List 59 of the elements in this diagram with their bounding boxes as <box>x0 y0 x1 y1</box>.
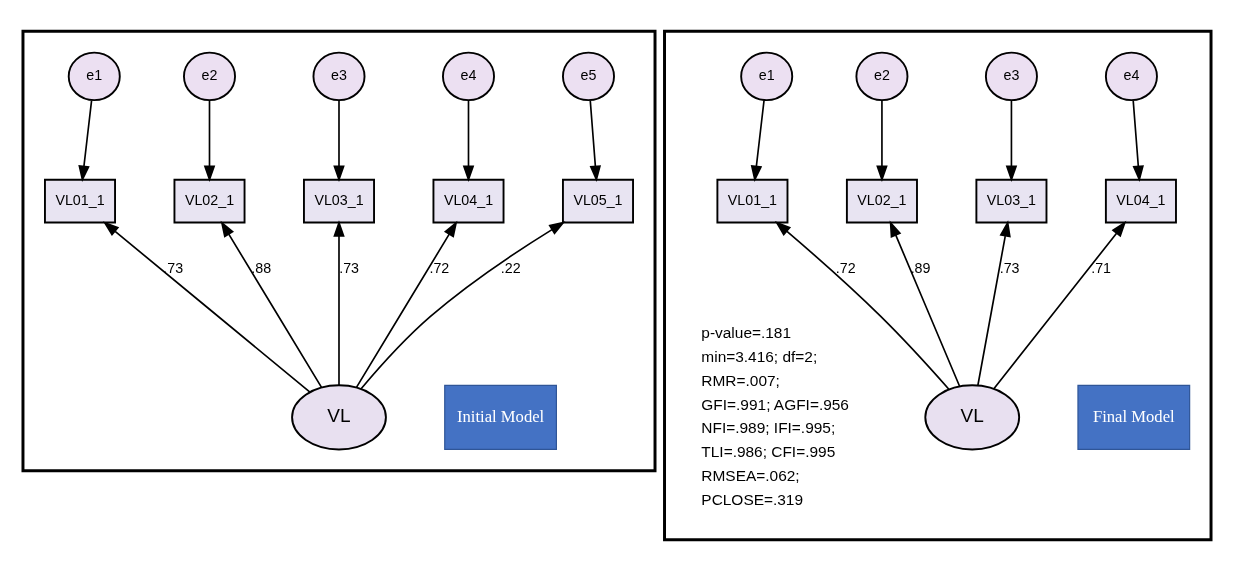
arrow <box>1132 99 1144 182</box>
node-box: VL01_1 <box>44 178 116 224</box>
arrow <box>220 220 323 389</box>
edge-label: .22 <box>500 260 521 277</box>
arrow <box>360 221 566 390</box>
label: RMR=.007; <box>701 371 780 389</box>
node-box: VL04_1 <box>1104 178 1177 224</box>
arrow <box>78 99 93 182</box>
edge-label: .71 <box>1091 260 1112 277</box>
arrow <box>355 220 458 389</box>
node-ellipse: VL <box>924 384 1021 451</box>
edge-label: .73 <box>163 260 184 277</box>
node-circle: e5 <box>562 51 615 102</box>
node-circle: e2 <box>855 51 909 102</box>
node-box: Final Model <box>1077 384 1191 451</box>
node-circle: e2 <box>183 51 236 102</box>
label: NFI=.989; IFI=.995; <box>701 419 836 437</box>
arrow <box>333 220 345 386</box>
node-circle: e3 <box>312 51 366 102</box>
label: min=3.416; df=2; <box>701 348 818 366</box>
label: GFI=.991; AGFI=.956 <box>701 395 849 413</box>
arrow <box>203 99 216 182</box>
arrow <box>102 221 311 393</box>
arrow <box>462 99 475 182</box>
arrow <box>977 220 1011 387</box>
node-box: VL01_1 <box>716 178 789 224</box>
edge-label: .72 <box>835 260 856 277</box>
arrow <box>1005 99 1018 182</box>
node-ellipse: VL <box>291 384 387 451</box>
arrow <box>774 221 950 391</box>
node-box: VL03_1 <box>303 178 375 224</box>
node-box: VL05_1 <box>562 178 634 224</box>
node-circle: e4 <box>1104 51 1158 102</box>
node-circle: e1 <box>67 51 121 102</box>
arrow <box>589 99 602 182</box>
arrow <box>333 99 345 182</box>
node-box: VL03_1 <box>975 178 1048 224</box>
edge-label: .89 <box>910 260 931 277</box>
edge-label: .73 <box>999 260 1020 277</box>
label: TLI=.986; CFI=.995 <box>701 443 836 461</box>
label: RMSEA=.062; <box>701 466 800 484</box>
node-circle: e1 <box>740 51 794 102</box>
cluster <box>21 29 657 473</box>
arrow <box>876 99 888 182</box>
label: PCLOSE=.319 <box>701 490 804 508</box>
arrow <box>889 220 961 388</box>
edge-label: .73 <box>339 260 359 277</box>
arrow <box>750 99 765 182</box>
node-box: VL02_1 <box>845 178 918 224</box>
label: p-value=.181 <box>701 324 792 342</box>
node-box: Initial Model <box>444 384 557 451</box>
edge-label: .72 <box>429 260 450 277</box>
node-box: VL02_1 <box>173 178 246 224</box>
node-circle: e4 <box>442 51 495 102</box>
arrow <box>993 220 1127 390</box>
cluster <box>663 29 1213 542</box>
node-circle: e3 <box>984 51 1038 102</box>
edge-label: .88 <box>251 260 272 277</box>
node-box: VL04_1 <box>432 178 505 224</box>
